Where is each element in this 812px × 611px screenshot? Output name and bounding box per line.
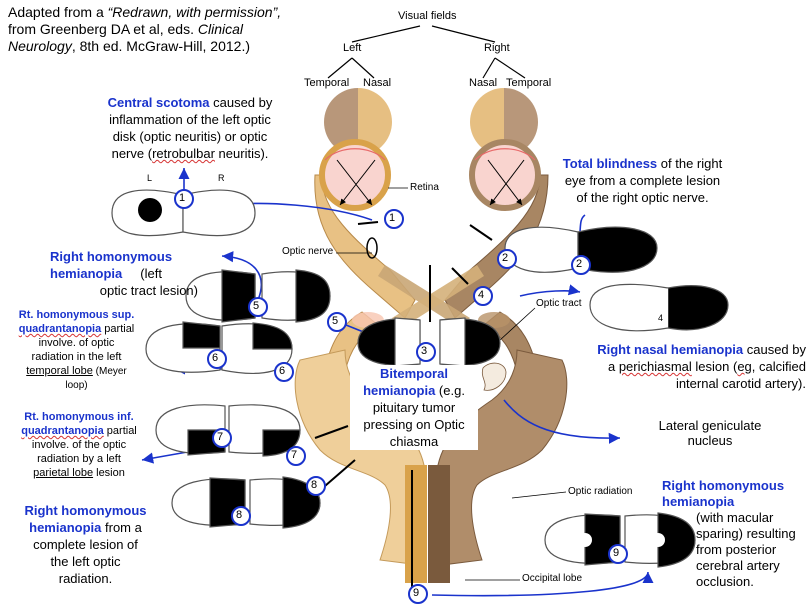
marker-4: 4 xyxy=(478,289,485,301)
lesion-bars xyxy=(314,221,493,590)
right-label: Right xyxy=(484,42,510,54)
right-eye xyxy=(469,139,541,211)
marker-2a: 2 xyxy=(502,252,509,264)
right-visual-field xyxy=(470,88,538,156)
marker-1a: 1 xyxy=(179,192,186,204)
field-diagram-9 xyxy=(544,512,696,568)
visual-fields-label: Visual fields xyxy=(398,10,457,22)
marker-9a: 9 xyxy=(613,547,620,559)
sup-quadrant-annotation: Rt. homonymous sup. quadrantanopia parti… xyxy=(18,309,135,391)
marker-7a: 7 xyxy=(217,431,224,443)
optic-tract-label: Optic tract xyxy=(536,298,582,309)
inf-quadrant-annotation: Rt. homonymous inf. quadrantanopia parti… xyxy=(21,411,137,479)
field-diagram-3 xyxy=(357,317,501,367)
field-R-label: R xyxy=(218,173,225,183)
left-visual-field xyxy=(324,88,392,156)
right-homonymous-tract-annotation: Right homonymous hemianopia (left optic … xyxy=(50,249,198,298)
nasal-left-label: Nasal xyxy=(363,77,392,89)
temporal-right-label: Temporal xyxy=(506,77,552,89)
marker-8a: 8 xyxy=(236,509,243,521)
source-credit: Adapted from a “Redrawn, with permission… xyxy=(8,4,282,54)
field-diagram-6 xyxy=(145,321,293,374)
optic-radiation-label: Optic radiation xyxy=(568,486,633,497)
bitemporal-annotation: Bitemporal hemianopia (e.g. pituitary tu… xyxy=(350,365,478,450)
total-blindness-annotation: Total blindness of the right eye from a … xyxy=(562,156,723,205)
optic-nerve-label: Optic nerve xyxy=(282,246,334,257)
marker-6a: 6 xyxy=(212,352,219,364)
optic-radiation-leader xyxy=(511,491,567,499)
retina-label: Retina xyxy=(410,182,439,193)
field-diagram-2 xyxy=(504,226,658,273)
visual-field-tree xyxy=(327,25,526,79)
lateral-geniculate-label: Lateral geniculate nucleus xyxy=(658,418,762,449)
field-diagram-1 xyxy=(111,189,256,237)
optic-tract-leader xyxy=(499,307,536,341)
marker-2b: 2 xyxy=(576,258,583,270)
optic-pathways xyxy=(294,174,568,583)
marker-5a: 5 xyxy=(332,315,339,327)
field-diagram-5 xyxy=(185,269,331,323)
central-scotoma-annotation: Central scotoma caused by inflammation o… xyxy=(107,95,273,161)
marker-5b: 5 xyxy=(253,300,260,312)
marker-1b: 1 xyxy=(389,212,396,224)
marker-7b: 7 xyxy=(291,449,298,461)
marker-9b: 9 xyxy=(413,587,420,599)
field-4-label: 4 xyxy=(658,313,664,323)
nasal-right-label: Nasal xyxy=(469,77,498,89)
marker-6b: 6 xyxy=(279,365,286,377)
occipital-lobe-label: Occipital lobe xyxy=(522,573,583,584)
field-L-label: L xyxy=(147,173,153,183)
right-nasal-annotation: Right nasal hemianopia caused by a peric… xyxy=(597,342,806,391)
marker-3: 3 xyxy=(421,345,428,357)
marker-8b: 8 xyxy=(311,479,318,491)
left-eye xyxy=(319,139,391,211)
marker-circles xyxy=(174,189,628,604)
field-diagram-4 xyxy=(589,283,729,332)
left-label: Left xyxy=(343,42,362,54)
macular-sparing-annotation: Right homonymous hemianopia (with macula… xyxy=(662,478,796,589)
right-homonymous-radiation-annotation: Right homonymous hemianopia from a compl… xyxy=(24,503,147,586)
temporal-left-label: Temporal xyxy=(304,77,350,89)
